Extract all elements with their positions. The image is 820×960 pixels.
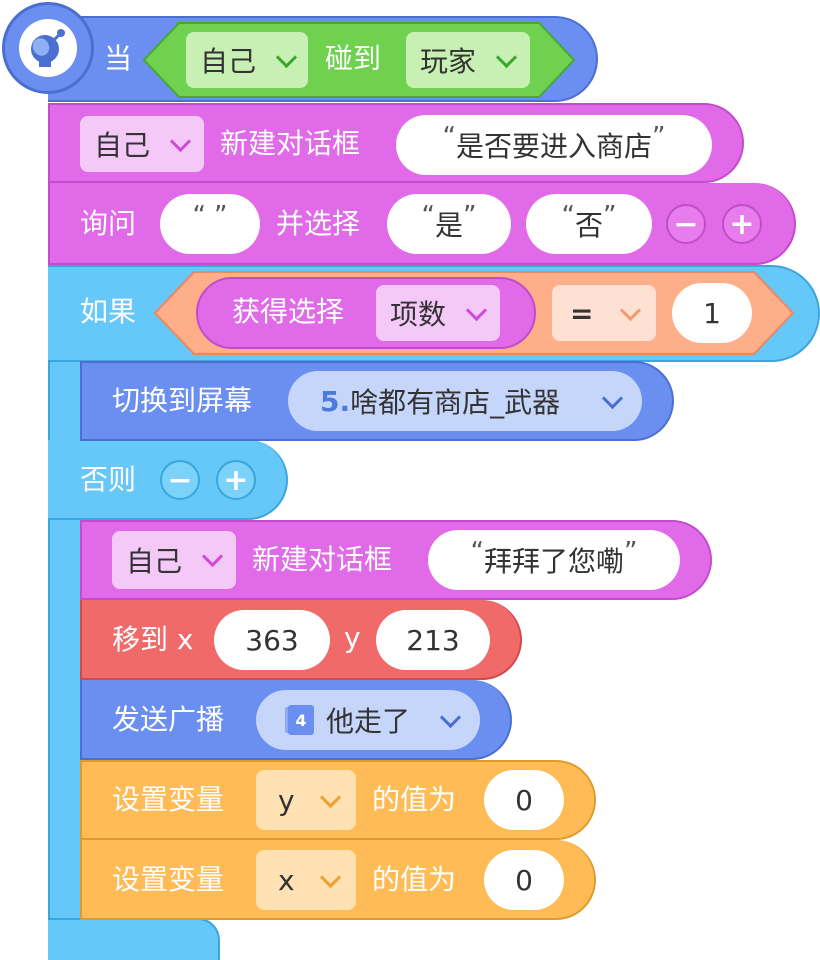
set-variable-label: 设置变量 <box>112 783 225 816</box>
screen-dropdown[interactable]: 5. 啥都有商店_武器 <box>288 371 642 431</box>
x-value-input[interactable]: 363 <box>214 610 330 670</box>
chevron-down-icon <box>319 866 342 889</box>
if-else-block-body[interactable] <box>48 265 80 960</box>
chevron-down-icon <box>601 387 624 410</box>
chevron-down-icon <box>275 46 298 69</box>
new-dialog-label: 新建对话框 <box>252 543 393 576</box>
new-dialog-label: 新建对话框 <box>220 127 361 160</box>
add-option-button[interactable]: + <box>722 204 762 244</box>
close-quote-icon: ” <box>603 201 617 231</box>
operator-dropdown-value: = <box>570 296 594 330</box>
chevron-down-icon <box>319 786 342 809</box>
actor-dropdown-value: 自己 <box>126 545 183 578</box>
option-1-input[interactable]: “ 是 ” <box>387 194 511 254</box>
actor-dropdown-value: 自己 <box>94 129 151 162</box>
value-label: 的值为 <box>372 863 457 896</box>
close-quote-icon: ” <box>652 122 666 152</box>
open-quote-icon: “ <box>421 201 435 231</box>
chevron-down-icon <box>169 130 192 153</box>
close-quote-icon: ” <box>214 201 228 231</box>
message-name: 他走了 <box>326 705 411 738</box>
variable-name: y <box>278 783 295 817</box>
satellite-dish-icon <box>19 19 77 77</box>
actor-dropdown[interactable]: 自己 <box>80 116 204 172</box>
chevron-down-icon <box>465 299 488 322</box>
else-label: 否则 <box>80 463 137 496</box>
variable-value-input[interactable]: 0 <box>484 770 564 830</box>
message-number: 4 <box>295 710 307 730</box>
target-dropdown[interactable]: 玩家 <box>406 32 530 88</box>
remove-else-button[interactable]: − <box>160 460 200 500</box>
get-choice-label: 获得选择 <box>232 295 345 328</box>
field-dropdown-value: 项数 <box>390 298 447 331</box>
when-label: 当 <box>104 42 133 75</box>
remove-option-button[interactable]: − <box>666 204 706 244</box>
chevron-down-icon <box>619 299 642 322</box>
choose-label: 并选择 <box>276 207 361 240</box>
if-else-footer[interactable] <box>48 918 220 960</box>
actor-dropdown-2[interactable]: 自己 <box>112 531 236 589</box>
plus-icon: + <box>223 462 249 498</box>
question-text-input[interactable]: “ ” <box>160 194 260 254</box>
dialog-text-value: 是否要进入商店 <box>455 130 652 163</box>
compare-value-input[interactable]: 1 <box>672 283 752 343</box>
dialog-text-input-2[interactable]: “ 拜拜了您嘞 ” <box>428 530 680 590</box>
variable-dropdown-x[interactable]: x <box>256 850 356 910</box>
variable-value: 0 <box>515 783 533 817</box>
option-2-input[interactable]: “ 否 ” <box>526 194 652 254</box>
y-label: y <box>344 621 361 654</box>
self-dropdown[interactable]: 自己 <box>186 32 308 88</box>
y-value-input[interactable]: 213 <box>376 610 490 670</box>
chevron-down-icon <box>495 46 518 69</box>
dialog-text-input[interactable]: “ 是否要进入商店 ” <box>396 115 712 175</box>
y-value: 213 <box>406 623 460 657</box>
chevron-down-icon <box>201 545 224 568</box>
move-to-x-label: 移到 x <box>112 623 194 656</box>
dialog-text-value: 拜拜了您嘞 <box>483 545 624 578</box>
add-else-button[interactable]: + <box>216 460 256 500</box>
close-quote-icon: ” <box>463 201 477 231</box>
variable-name: x <box>278 863 295 897</box>
close-quote-icon: ” <box>624 537 638 567</box>
hat-icon-ring <box>2 2 94 94</box>
open-quote-icon: “ <box>192 201 206 231</box>
if-label: 如果 <box>80 295 137 328</box>
message-dropdown[interactable]: 4 他走了 <box>256 690 480 750</box>
open-quote-icon: “ <box>561 201 575 231</box>
variable-dropdown-y[interactable]: y <box>256 770 356 830</box>
set-variable-label: 设置变量 <box>112 863 225 896</box>
x-value: 363 <box>245 623 299 657</box>
field-dropdown[interactable]: 项数 <box>376 285 500 341</box>
switch-screen-label: 切换到屏幕 <box>112 384 253 417</box>
ask-label: 询问 <box>80 207 137 240</box>
screen-name: 啥都有商店_武器 <box>350 386 561 419</box>
target-dropdown-value: 玩家 <box>420 45 477 78</box>
open-quote-icon: “ <box>470 537 484 567</box>
screen-number: 5. <box>320 384 351 418</box>
minus-icon: − <box>167 462 193 498</box>
touch-label: 碰到 <box>325 42 382 75</box>
value-label: 的值为 <box>372 783 457 816</box>
plus-icon: + <box>729 206 755 242</box>
option-1-value: 是 <box>434 209 463 242</box>
variable-value: 0 <box>515 863 533 897</box>
compare-value: 1 <box>703 296 721 330</box>
chevron-down-icon <box>439 706 462 729</box>
self-dropdown-value: 自己 <box>200 45 257 78</box>
broadcast-message-icon: 4 <box>288 705 314 735</box>
minus-icon: − <box>673 206 699 242</box>
open-quote-icon: “ <box>442 122 456 152</box>
operator-dropdown[interactable]: = <box>552 285 656 341</box>
broadcast-label: 发送广播 <box>112 703 225 736</box>
option-2-value: 否 <box>574 209 603 242</box>
variable-value-input[interactable]: 0 <box>484 850 564 910</box>
